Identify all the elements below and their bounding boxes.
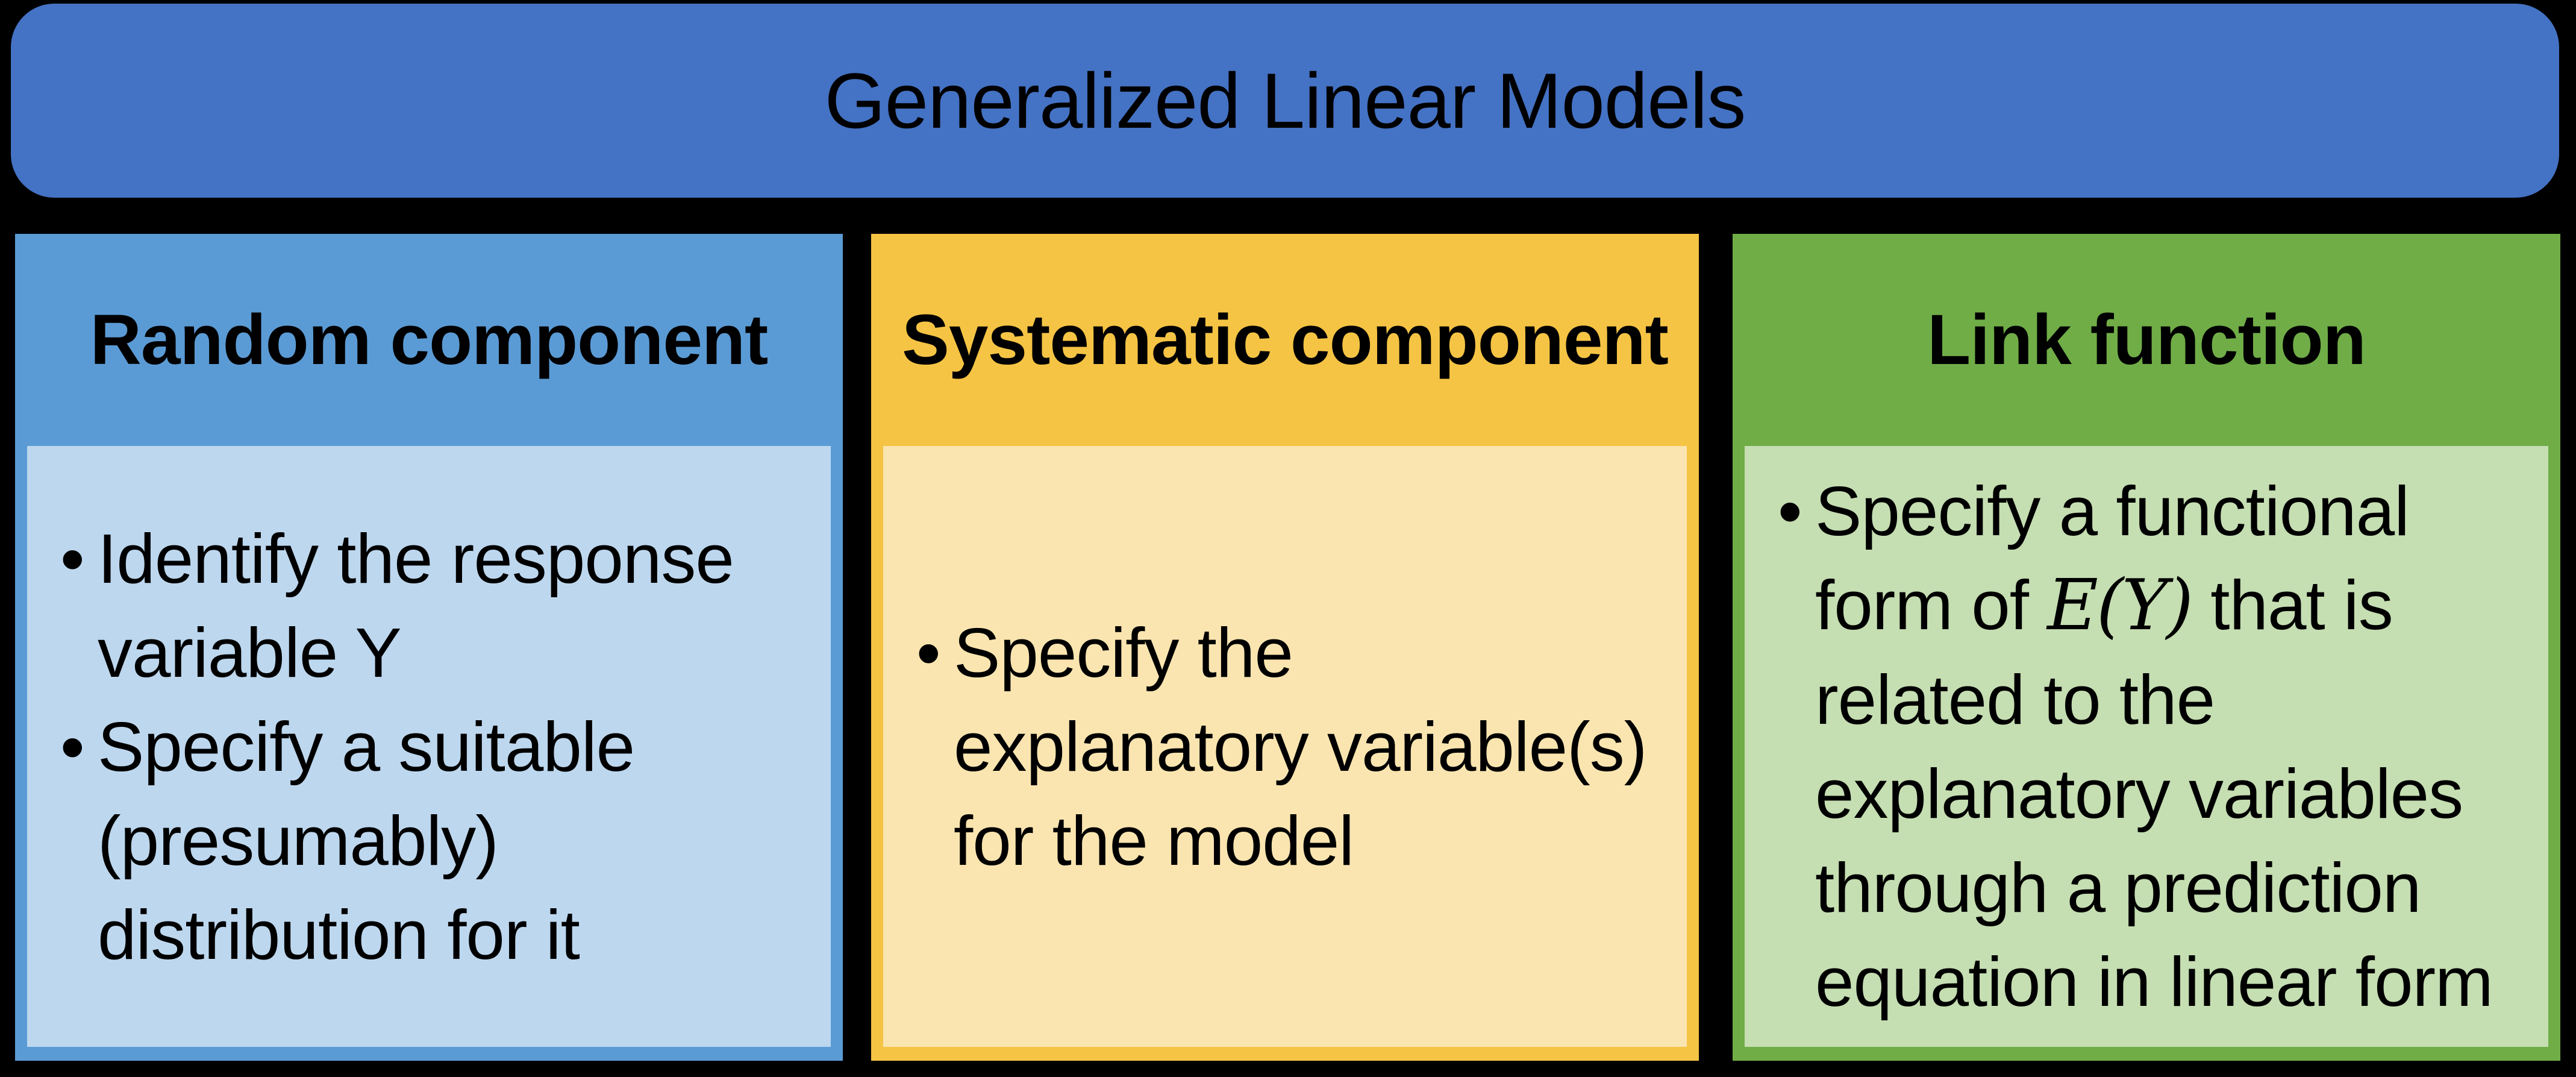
list-item: • Specify a suitable (presumably) distri… [60,700,816,982]
systematic-component-header: Systematic component [871,234,1699,446]
bullet-line: Specify the [954,613,1293,692]
bullet-line-suffix: that is [2191,566,2393,644]
link-function-body: • Specify a functional form of E(Y) that… [1745,446,2548,1047]
slide-title: Generalized Linear Models [824,57,1746,145]
component-columns: Random component • Identify the response… [15,234,2561,1061]
bullet-icon: • [1778,472,1802,550]
link-function-title: Link function [1927,300,2366,380]
random-component-body: • Identify the response variable Y • Spe… [27,446,831,1047]
bullet-line: equation in linear form [1815,943,2493,1021]
link-bullet-list: • Specify a functional form of E(Y) that… [1778,464,2533,1029]
list-item: • Specify the explanatory variable(s) fo… [916,606,1672,888]
bullet-line: related to the [1815,661,2215,739]
random-bullet-list: • Identify the response variable Y • Spe… [60,512,816,982]
bullet-icon: • [60,707,85,786]
bullet-line: for the model [954,801,1354,880]
bullet-text: Specify a functional form of E(Y) that i… [1815,464,2533,1029]
bullet-line: explanatory variable(s) [954,707,1647,786]
bullet-line: explanatory variables [1815,755,2463,833]
bullet-text: Identify the response variable Y [98,512,816,700]
systematic-component-title: Systematic component [902,300,1669,380]
bullet-line: variable Y [98,613,402,692]
bullet-icon: • [60,519,85,598]
bullet-line: form of E(Y) that is [1815,558,2533,653]
bullet-line: distribution for it [98,895,580,974]
random-component-title: Random component [90,300,769,380]
random-component-header: Random component [15,234,843,446]
bullet-line: (presumably) [98,801,499,880]
bullet-line: Specify a suitable [98,707,635,786]
expected-value-math-notation: E(Y) [2047,565,2193,646]
title-banner: Generalized Linear Models [11,4,2559,198]
systematic-component-body: • Specify the explanatory variable(s) fo… [883,446,1687,1047]
bullet-icon: • [916,613,941,692]
bullet-line: through a prediction [1815,849,2421,927]
link-function-column: Link function • Specify a functional for… [1733,234,2560,1061]
bullet-line: Identify the response [98,519,734,598]
bullet-text: Specify the explanatory variable(s) for … [954,606,1672,888]
random-component-column: Random component • Identify the response… [15,234,843,1061]
link-function-header: Link function [1733,234,2560,446]
bullet-line-prefix: form of [1815,566,2048,644]
list-item: • Specify a functional form of E(Y) that… [1778,464,2533,1029]
systematic-component-column: Systematic component • Specify the expla… [871,234,1699,1061]
bullet-line: Specify a functional [1815,472,2410,550]
bullet-text: Specify a suitable (presumably) distribu… [98,700,816,982]
systematic-bullet-list: • Specify the explanatory variable(s) fo… [916,606,1672,888]
list-item: • Identify the response variable Y [60,512,816,700]
